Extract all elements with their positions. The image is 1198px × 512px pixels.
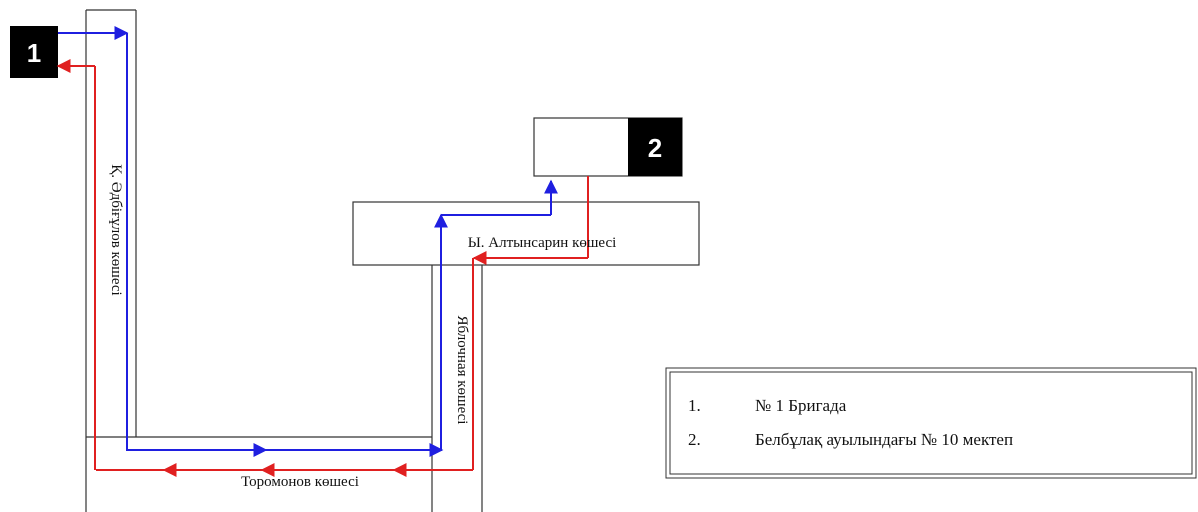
brigade-marker: 1 xyxy=(10,26,58,78)
outbound-seg-2 xyxy=(126,33,262,451)
legend-item-1-text: № 1 Бригада xyxy=(755,396,847,415)
toromonov-street-outline xyxy=(86,436,432,438)
abdigulov-street-label: Қ. Әдбіғұлов көшесі xyxy=(108,164,124,295)
legend-item-2-num: 2. xyxy=(688,430,701,449)
outbound-route xyxy=(58,26,558,457)
yablochnaya-street-label: Яблочная көшесі xyxy=(454,316,470,425)
altynsarin-street-outline xyxy=(352,201,700,266)
legend-item-2-text: Белбұлақ ауылындағы № 10 мектеп xyxy=(755,430,1013,449)
marker-1-label: 1 xyxy=(27,38,41,68)
marker-2-label: 2 xyxy=(648,133,662,163)
return-route xyxy=(56,59,589,477)
school-marker: 2 xyxy=(533,117,683,177)
legend: 1. № 1 Бригада 2. Белбұлақ ауылындағы № … xyxy=(665,367,1197,479)
toromonov-street-label: Торомонов көшесі xyxy=(241,474,359,490)
abdigulov-street-outline xyxy=(85,9,137,512)
legend-item-1-num: 1. xyxy=(688,396,701,415)
street-outlines xyxy=(85,9,700,512)
altynsarin-street-label: Ы. Алтынсарин көшесі xyxy=(468,235,617,251)
